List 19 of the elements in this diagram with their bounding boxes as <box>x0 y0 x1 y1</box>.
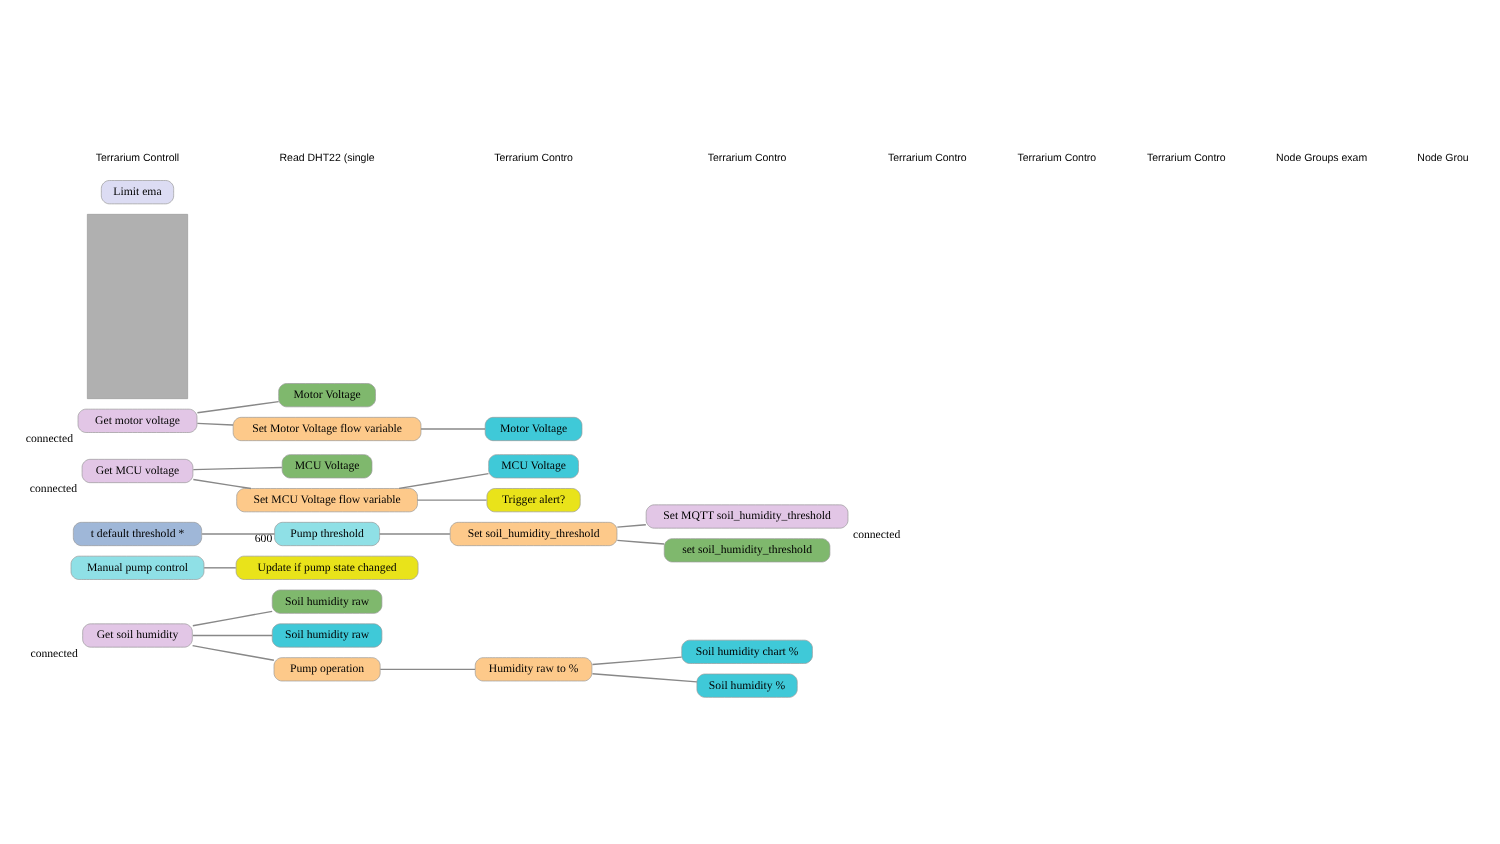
connector <box>196 400 280 414</box>
connector <box>196 422 234 426</box>
node-box <box>87 214 188 400</box>
connector <box>591 673 698 683</box>
connector <box>192 478 252 490</box>
connector <box>416 499 488 501</box>
connector <box>201 533 276 535</box>
connector <box>191 644 275 661</box>
connector <box>616 539 665 545</box>
connector <box>192 610 273 627</box>
connector <box>616 524 647 528</box>
connector <box>591 656 683 666</box>
connector <box>379 533 451 535</box>
connector <box>420 428 486 430</box>
connector <box>192 634 273 637</box>
connector <box>379 668 476 671</box>
connector <box>203 567 237 569</box>
connector <box>192 466 283 471</box>
connector <box>398 472 490 490</box>
